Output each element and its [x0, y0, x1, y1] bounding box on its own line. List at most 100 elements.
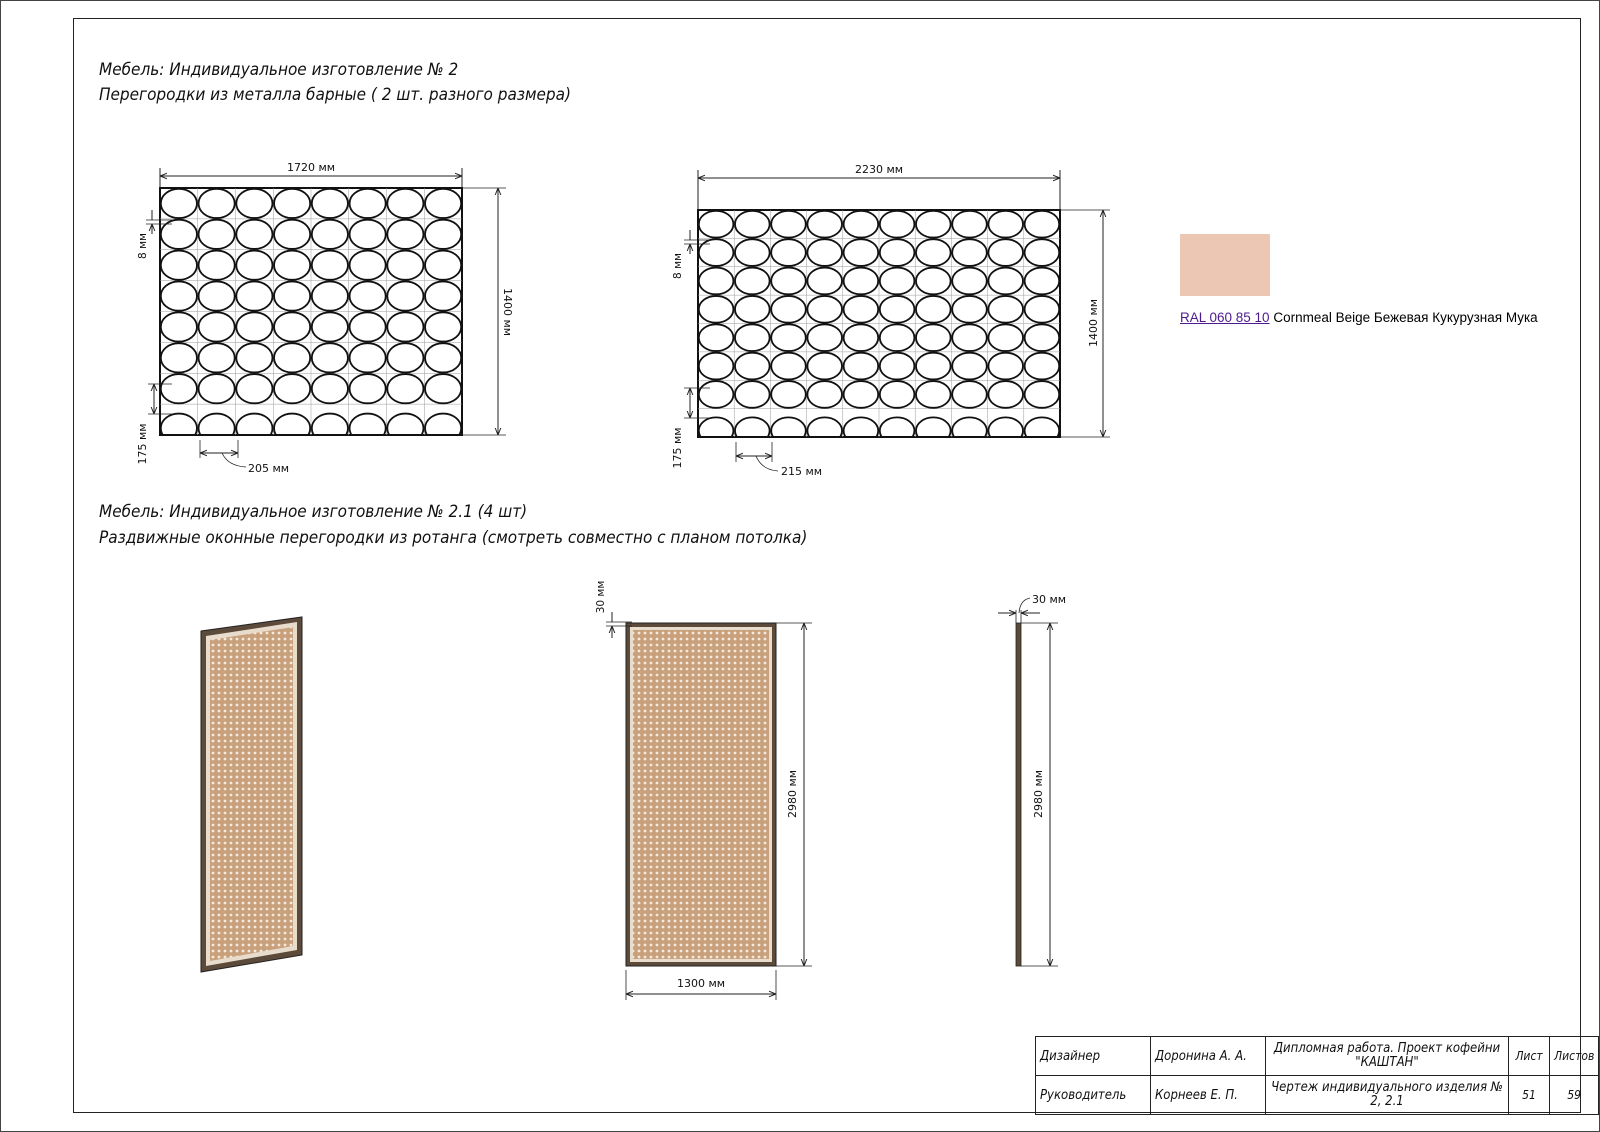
heading-item21-subtitle: Раздвижные оконные перегородки из ротанг… [99, 528, 808, 548]
small-ring [348, 249, 387, 281]
small-bottom-mask [158, 436, 464, 467]
large-ring [842, 323, 880, 352]
small-ring [424, 311, 463, 343]
designer-name: Доронина А. А. [1150, 1036, 1266, 1076]
rattan-panel-side: 30 мм 2980 мм [998, 593, 1066, 967]
small-ring [159, 311, 198, 343]
dim-large-cell: 215 мм [781, 465, 822, 478]
small-ring [159, 280, 198, 312]
small-ring [273, 373, 312, 405]
large-ring [1023, 266, 1061, 296]
large-ring [878, 295, 916, 324]
small-ring [424, 280, 463, 312]
dim-large-row: 175 мм [671, 427, 684, 468]
large-ring [806, 380, 843, 409]
dim-large-width: 2230 мм [855, 163, 903, 176]
color-swatch [1180, 234, 1270, 296]
small-ring [386, 280, 425, 312]
large-ring [697, 238, 735, 267]
large-ring [1023, 323, 1061, 352]
large-ring [987, 323, 1024, 352]
designer-label: Дизайнер [1035, 1036, 1151, 1076]
large-ring [770, 295, 807, 324]
small-ring [273, 311, 312, 343]
large-ring [842, 380, 880, 409]
color-description: RAL 060 85 10 Cornmeal Beige Бежевая Кук… [1180, 310, 1538, 325]
small-ring [235, 342, 274, 374]
small-ring [273, 280, 312, 312]
large-ring [806, 323, 843, 352]
small-ring [273, 187, 312, 219]
large-ring [951, 323, 988, 352]
small-ring [310, 373, 349, 405]
large-ring [770, 209, 807, 239]
large-ring [770, 266, 807, 296]
supervisor-label: Руководитель [1035, 1075, 1151, 1115]
front-rattan-fill [633, 630, 769, 959]
large-ring [951, 380, 988, 409]
small-ring [386, 187, 425, 219]
large-ring [842, 351, 880, 381]
dim-front-frame: 30 мм [595, 581, 607, 614]
large-ring [806, 238, 843, 267]
small-ring [348, 218, 387, 250]
small-ring [310, 280, 349, 312]
large-ring [842, 209, 880, 239]
large-ring [734, 295, 771, 324]
large-ring [987, 266, 1024, 296]
small-ring [159, 342, 198, 374]
small-ring [386, 373, 425, 405]
small-ring [197, 187, 236, 219]
large-ring [915, 380, 952, 409]
small-ring [386, 249, 425, 281]
large-ring [806, 295, 843, 324]
large-ring [697, 380, 735, 409]
large-ring [697, 323, 735, 352]
large-ring [697, 266, 735, 296]
large-ring [734, 323, 771, 352]
small-ring [348, 373, 387, 405]
large-ring [951, 295, 988, 324]
small-ring [348, 187, 387, 219]
large-ring [697, 295, 735, 324]
large-ring [878, 266, 916, 296]
small-ring [273, 249, 312, 281]
small-ring [424, 187, 463, 219]
small-ring [197, 373, 236, 405]
small-ring [310, 249, 349, 281]
large-ring [878, 351, 916, 381]
sheet-number: 51 [1508, 1075, 1550, 1115]
small-ring [310, 311, 349, 343]
small-ring [235, 280, 274, 312]
supervisor-name: Корнеев Е. П. [1150, 1075, 1266, 1115]
small-ring [197, 311, 236, 343]
large-ring [1023, 238, 1061, 267]
large-ring [915, 266, 952, 296]
sheets-label: Листов [1548, 1036, 1600, 1076]
small-ring [197, 280, 236, 312]
large-ring [1023, 380, 1061, 409]
ral-code-link[interactable]: RAL 060 85 10 [1180, 310, 1270, 325]
sheet-label: Лист [1508, 1036, 1550, 1076]
large-ring [806, 209, 843, 239]
heading-item21-title: Мебель: Индивидуальное изготовление № 2.… [99, 502, 528, 522]
large-ring [915, 238, 952, 267]
project-title: Дипломная работа. Проект кофейни "КАШТАН… [1265, 1036, 1509, 1076]
large-ring [951, 238, 988, 267]
large-ring [806, 351, 843, 381]
small-ring [159, 187, 198, 219]
large-ring [878, 380, 916, 409]
ral-color-name: Cornmeal Beige Бежевая Кукурузная Мука [1273, 310, 1538, 325]
large-ring [915, 295, 952, 324]
dim-small-width: 1720 мм [287, 161, 335, 174]
large-ring [697, 351, 735, 381]
rattan-panel-front: 30 мм 2980 мм 1300 мм [595, 581, 812, 1000]
large-ring [1023, 209, 1061, 239]
small-ring [424, 249, 463, 281]
large-ring [1023, 295, 1061, 324]
heading-item2-title: Мебель: Индивидуальное изготовление № 2 [99, 60, 459, 80]
small-ring [424, 373, 463, 405]
large-ring [734, 266, 771, 296]
small-ring [159, 373, 198, 405]
